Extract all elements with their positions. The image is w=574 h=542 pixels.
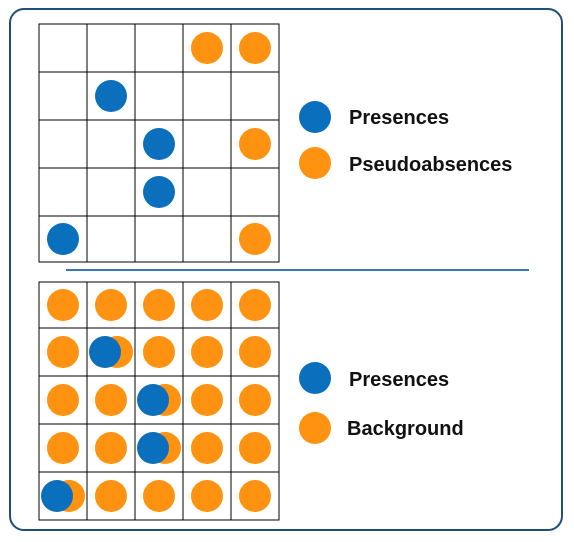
background-marker <box>191 336 223 368</box>
legend-presences-label: Presences <box>349 107 449 129</box>
background-marker <box>191 480 223 512</box>
top-cell-r2-c3 <box>182 119 232 169</box>
presence-marker <box>41 480 73 512</box>
legend-background-marker <box>299 412 331 444</box>
presence-marker <box>143 176 175 208</box>
background-marker <box>95 480 127 512</box>
top-cell-r0-c1 <box>86 23 136 73</box>
top-cell-r3-c4 <box>230 167 280 217</box>
top-cell-r2-c0 <box>38 119 88 169</box>
top-cell-r1-c0 <box>38 71 88 121</box>
background-marker <box>143 289 175 321</box>
presence-marker <box>143 128 175 160</box>
top-cell-r1-c3 <box>182 71 232 121</box>
pseudoabsence-marker <box>239 32 271 64</box>
background-marker <box>239 289 271 321</box>
background-marker <box>95 432 127 464</box>
presence-marker <box>47 223 79 255</box>
top-cell-r3-c0 <box>38 167 88 217</box>
top-cell-r4-c3 <box>182 215 232 263</box>
background-marker <box>191 432 223 464</box>
pseudoabsence-marker <box>239 128 271 160</box>
top-cell-r3-c3 <box>182 167 232 217</box>
legend-presence-marker <box>299 362 331 394</box>
top-cell-r0-c2 <box>134 23 184 73</box>
legend-presences-label: Presences <box>349 369 449 391</box>
bottom-markers <box>41 289 271 512</box>
top-legend: Presences Pseudoabsences <box>299 101 512 179</box>
top-cell-r0-c0 <box>38 23 88 73</box>
legend-pseudoabsences-label: Pseudoabsences <box>349 154 512 176</box>
background-marker <box>95 384 127 416</box>
presence-marker <box>137 432 169 464</box>
legend-background-label: Background <box>347 418 464 440</box>
background-marker <box>47 336 79 368</box>
presence-marker <box>89 336 121 368</box>
background-marker <box>239 384 271 416</box>
top-cell-r1-c2 <box>134 71 184 121</box>
background-marker <box>143 336 175 368</box>
background-marker <box>95 289 127 321</box>
presence-marker <box>137 384 169 416</box>
top-cell-r4-c1 <box>86 215 136 263</box>
background-marker <box>47 289 79 321</box>
background-marker <box>191 384 223 416</box>
background-marker <box>239 432 271 464</box>
legend-presence-marker <box>299 101 331 133</box>
bottom-legend: Presences Background <box>299 362 464 444</box>
background-marker <box>47 432 79 464</box>
top-cell-r3-c1 <box>86 167 136 217</box>
background-marker <box>191 289 223 321</box>
background-marker <box>239 480 271 512</box>
pseudoabsence-marker <box>191 32 223 64</box>
top-markers <box>47 32 271 255</box>
background-marker <box>239 336 271 368</box>
legend-pseudoabsence-marker <box>299 147 331 179</box>
pseudoabsence-marker <box>239 223 271 255</box>
background-marker <box>47 384 79 416</box>
top-cell-r1-c4 <box>230 71 280 121</box>
background-marker <box>143 480 175 512</box>
top-cell-r4-c2 <box>134 215 184 263</box>
presence-marker <box>95 80 127 112</box>
top-cell-r2-c1 <box>86 119 136 169</box>
